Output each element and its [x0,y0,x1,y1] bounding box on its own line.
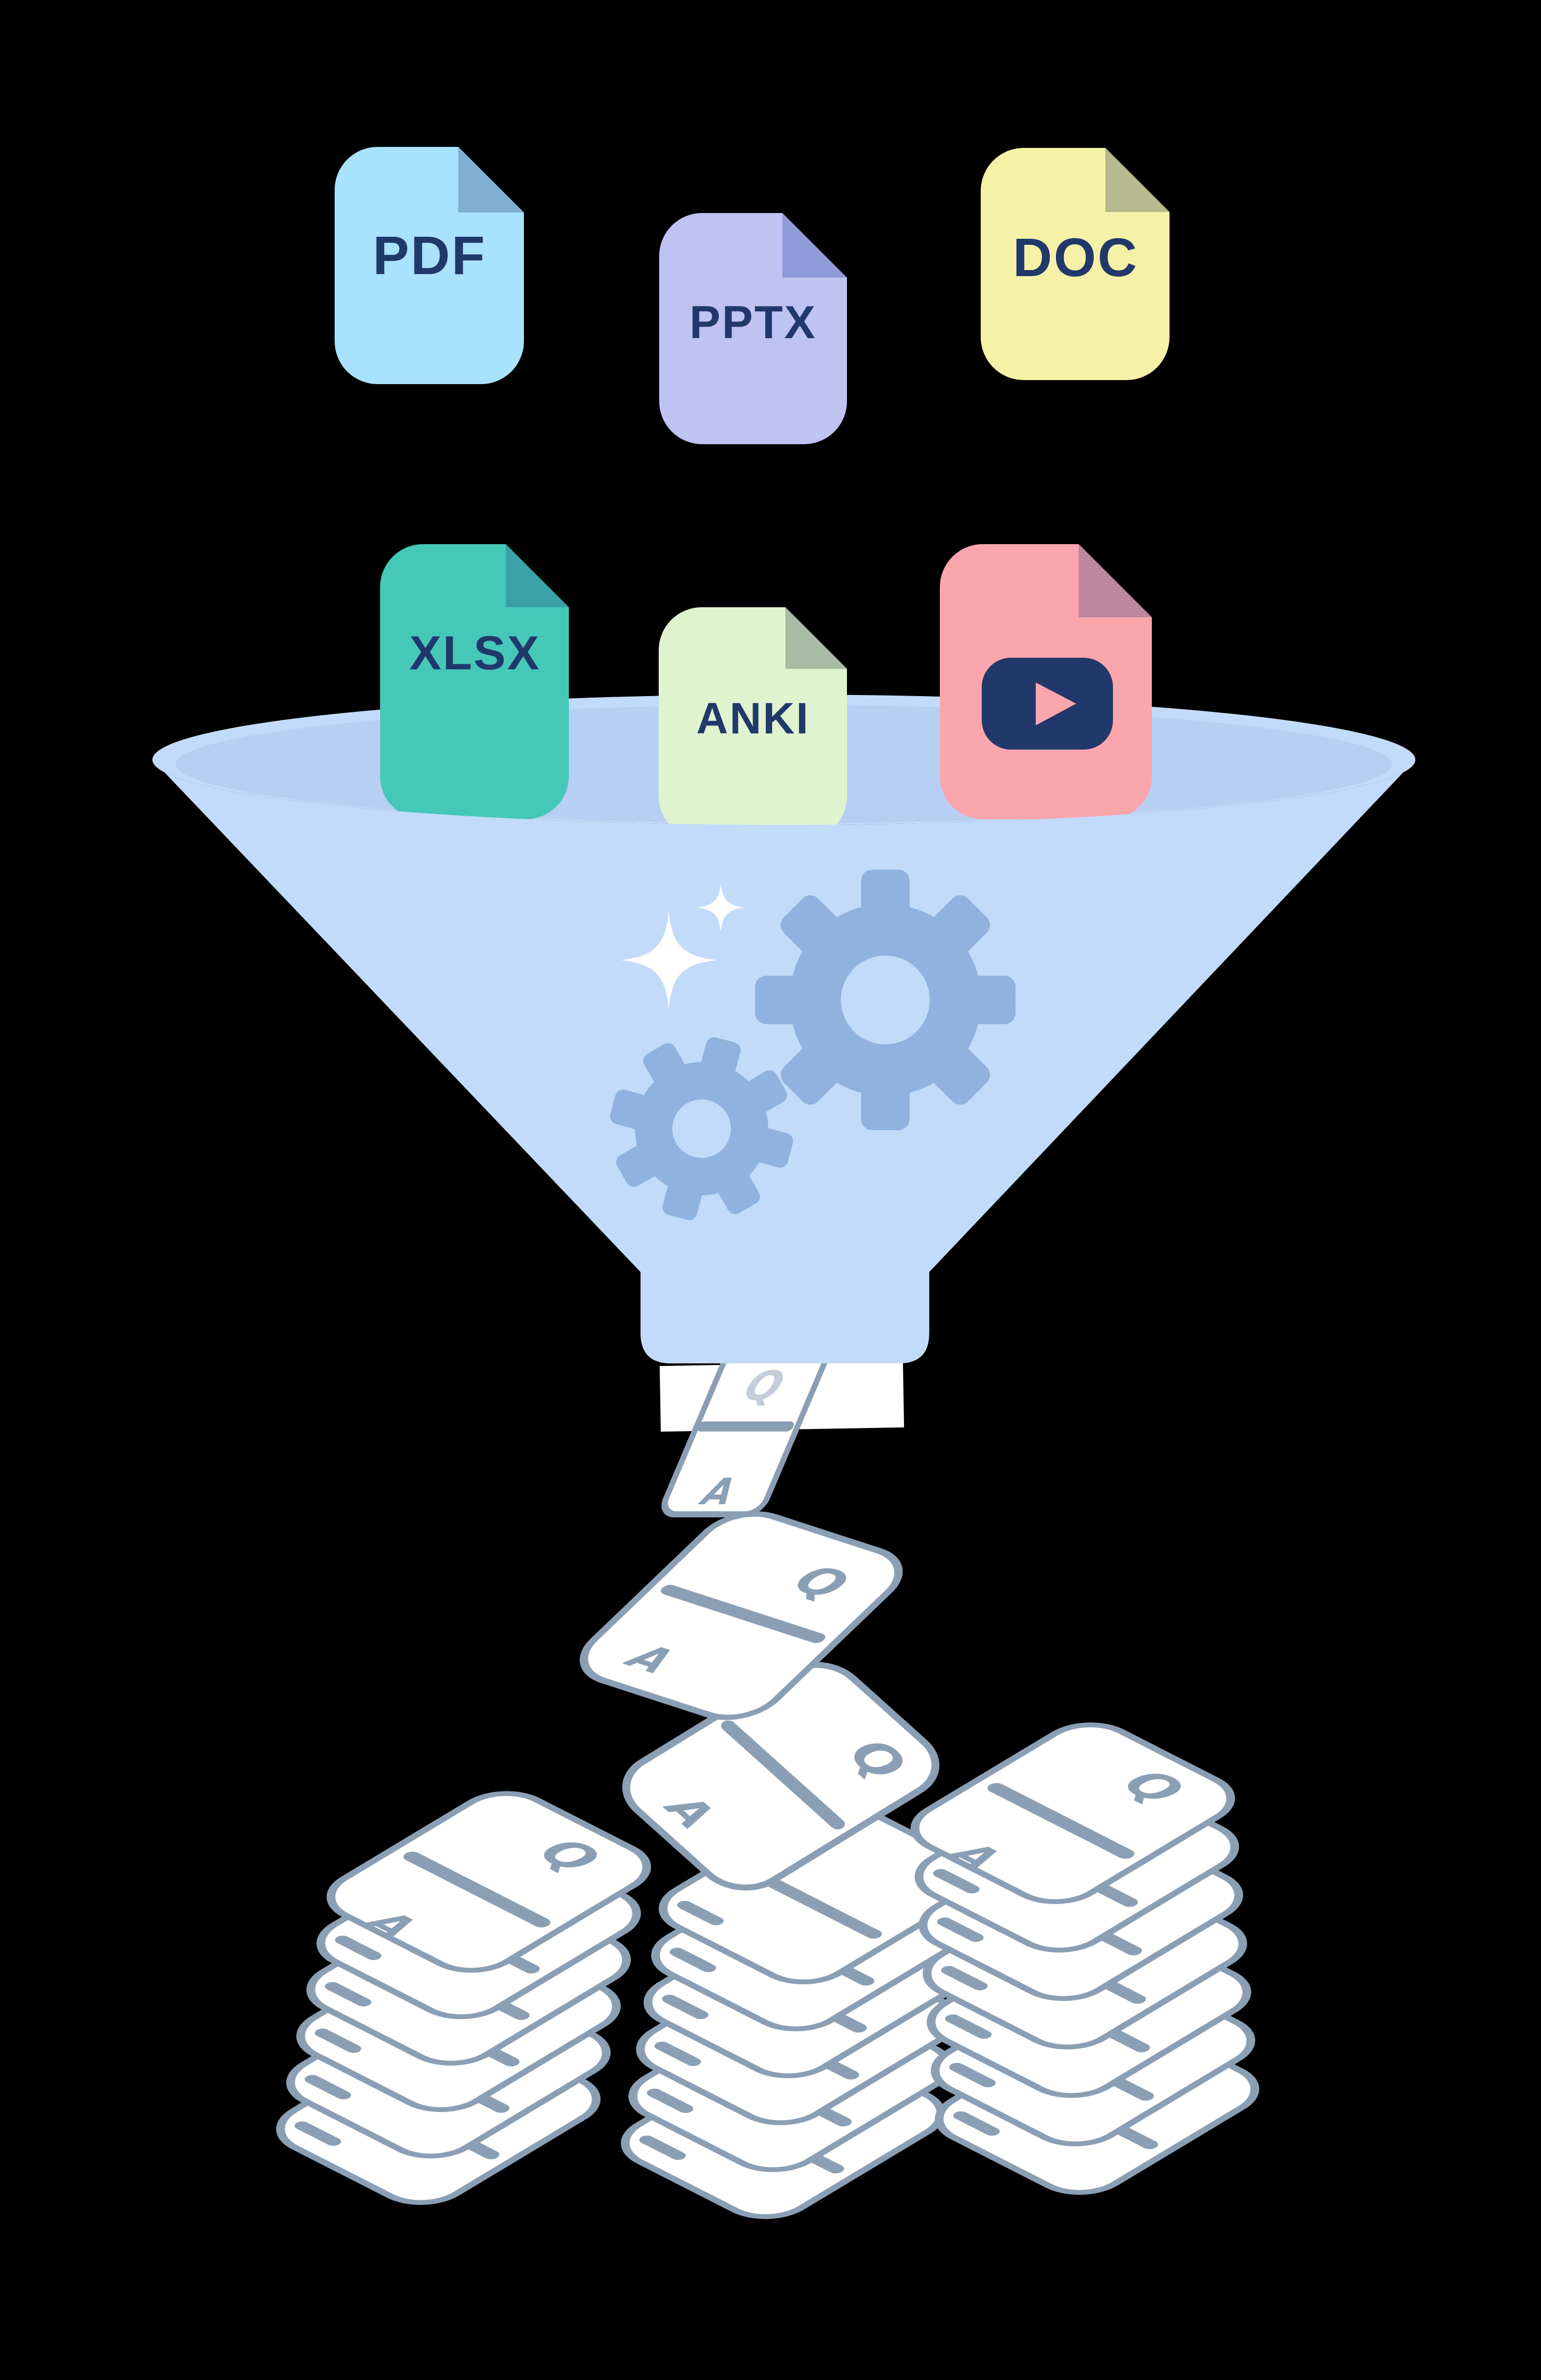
flashcard-falling: Q A [579,1511,903,1720]
pptx-fold-icon [782,213,847,278]
pptx-file-icon: PPTX [659,213,847,444]
gear-small-hole [672,1099,731,1158]
flashcard-stacks: Q A Q A Q A [261,1330,1274,2227]
xlsx-file-icon: XLSX [380,544,569,819]
card-divider [661,1584,826,1644]
flashcard-landing: Q A [622,1662,940,1891]
file-icons-top-row: PDF PPTX DOC [335,147,1170,444]
play-triangle-icon [1036,682,1076,725]
doc-file-icon: DOC [981,148,1170,380]
card-divider [987,1783,1135,1859]
pdf-fold-icon [458,147,524,213]
stack-top-card: Q A [302,1783,666,1987]
xlsx-body [380,544,569,819]
pptx-label: PPTX [689,297,817,348]
anki-label: ANKI [697,694,810,743]
xlsx-fold-icon [506,544,569,607]
gear-large-hole [841,956,930,1044]
gear-small-icon [610,1037,793,1221]
funnel-body [152,760,1415,1363]
file-icons-funnel-row: XLSX ANKI [380,544,1152,839]
pdf-label: PDF [373,225,487,286]
anki-fold-icon [785,607,847,669]
video-file-icon [940,544,1152,819]
card-divider [721,1720,845,1830]
stack-right: Q A [886,1714,1274,2203]
doc-fold-icon [1105,148,1170,212]
xlsx-label: XLSX [409,626,541,680]
stack-top-card: Q A [886,1714,1250,1918]
stack-left: Q A [261,1783,666,2213]
anki-file-icon: ANKI [659,607,847,839]
doc-label: DOC [1013,227,1139,288]
card-divider [403,1852,551,1928]
gear-large-icon [755,870,1016,1130]
pdf-file-icon: PDF [335,147,524,384]
video-fold-icon [1079,544,1152,617]
